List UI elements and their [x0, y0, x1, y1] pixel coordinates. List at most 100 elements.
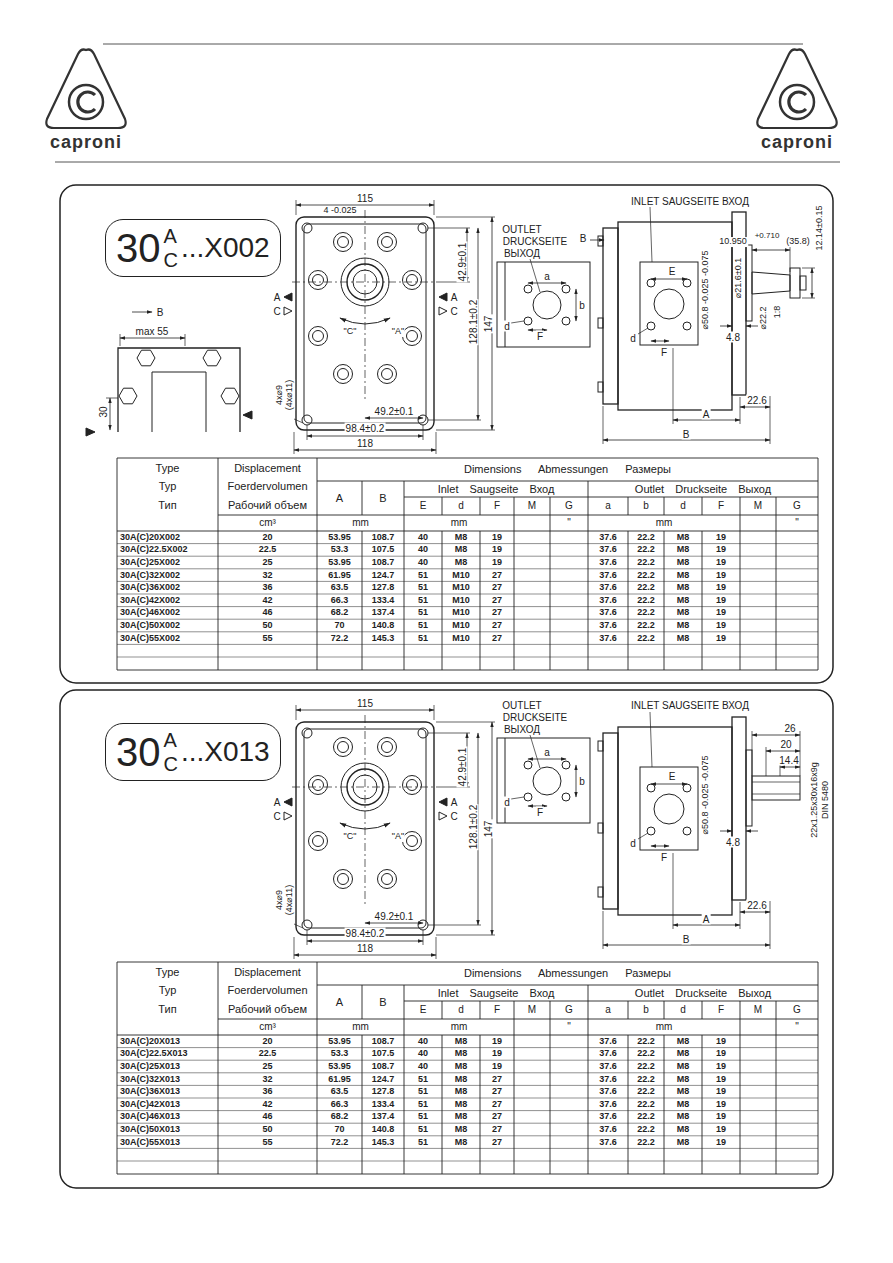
table-cell: 27: [480, 619, 514, 632]
table-rule: [480, 531, 481, 670]
table-header: B: [362, 985, 404, 1019]
table-rule: [404, 985, 405, 1174]
dimension-label: "C": [343, 832, 358, 842]
table-cell: 37.6: [588, 632, 628, 645]
table-cell: 53.95: [317, 531, 362, 544]
table-rule: [117, 606, 818, 607]
table-rule: [117, 1135, 818, 1136]
table-header: M: [740, 497, 776, 515]
table-cell: 22.2: [628, 581, 664, 594]
table-cell: 19: [702, 607, 740, 620]
dimension-label: 115: [356, 698, 374, 709]
dimension-label: max 55: [135, 326, 170, 337]
table-rule: [117, 962, 818, 963]
splined-shaft: [746, 731, 800, 826]
table-cell: M10: [442, 594, 480, 607]
table-rule: [480, 1001, 481, 1019]
table-header: F: [702, 1001, 740, 1019]
outlet-view: [497, 259, 590, 347]
table-header: Рабочий объем: [218, 496, 317, 515]
model-code: 30: [116, 228, 161, 268]
table-cell: M8: [442, 1111, 480, 1124]
table-cell: M8: [664, 1060, 702, 1073]
dimension-label: OUTLET: [501, 224, 542, 235]
table-cell: 30A(C)42X002: [117, 594, 218, 607]
table-cell: 32: [218, 1073, 317, 1086]
table-cell: 19: [480, 1035, 514, 1048]
dimension-label: b: [578, 300, 586, 311]
table-cell: M8: [664, 569, 702, 582]
table-cell: 22.5: [218, 1048, 317, 1061]
table-cell: 22.2: [628, 569, 664, 582]
header-rule: [103, 44, 803, 45]
dimension-label: d: [503, 321, 511, 332]
table-cell: 19: [702, 1111, 740, 1124]
table-rule: [404, 1001, 818, 1002]
table-cell: 108.7: [362, 556, 404, 569]
table-cell: 19: [702, 1098, 740, 1111]
table-cell: 20: [218, 531, 317, 544]
dimension-label: 118: [356, 943, 374, 954]
table-header: Тип: [117, 1000, 218, 1019]
table-cell: 19: [702, 556, 740, 569]
table-cell: 108.7: [362, 1060, 404, 1073]
table-rule: [117, 458, 118, 670]
table-cell: M8: [442, 1035, 480, 1048]
table-rule: [317, 962, 318, 1174]
table-cell: 127.8: [362, 1085, 404, 1098]
dimension-label: 42.9±0.1: [457, 747, 468, 788]
table-cell: 30A(C)25X002: [117, 556, 218, 569]
table-cell: M8: [442, 1048, 480, 1061]
superscript-stack: AC: [164, 730, 178, 774]
table-cell: M8: [442, 1085, 480, 1098]
front-view: [284, 705, 495, 959]
table-cell: 51: [404, 1073, 442, 1086]
table-rule: [588, 985, 589, 1174]
dimension-label: 128.1±0.2: [468, 299, 479, 345]
table-cell: M8: [664, 1136, 702, 1149]
table-cell: 27: [480, 607, 514, 620]
table-header: Typ: [117, 477, 218, 496]
table-cell: 27: [480, 1085, 514, 1098]
table-cell: 37.6: [588, 619, 628, 632]
dimension-label: 14.4: [778, 755, 799, 766]
dimension-label: 4x⌀9: [275, 889, 285, 911]
table-rule: [514, 1001, 515, 1174]
table-cell: 27: [480, 581, 514, 594]
table-cell: M10: [442, 619, 480, 632]
table-cell: 22.2: [628, 1123, 664, 1136]
table-rule: [117, 1174, 818, 1175]
model-code: C: [164, 754, 178, 774]
table-header: ": [776, 1019, 818, 1035]
table-cell: M8: [664, 1073, 702, 1086]
table-cell: 140.8: [362, 1123, 404, 1136]
dimension-label: b: [578, 776, 586, 787]
dimension-label: d: [503, 797, 511, 808]
dimension-label: B: [682, 934, 691, 945]
dimension-label: "A": [391, 327, 405, 337]
table-rule: [776, 497, 777, 670]
table-cell: 145.3: [362, 632, 404, 645]
table-header: a: [588, 1001, 628, 1019]
table-cell: 46: [218, 1111, 317, 1124]
table-cell: 20: [218, 1035, 317, 1048]
table-header: G: [776, 1001, 818, 1019]
dimension-label: C: [449, 306, 458, 317]
dimension-label: "A": [391, 832, 405, 842]
table-header: G: [776, 497, 818, 515]
table-cell: 30A(C)32X013: [117, 1073, 218, 1086]
table-cell: 19: [702, 544, 740, 557]
table-header: b: [628, 497, 664, 515]
dimension-label: (35.8): [785, 237, 811, 247]
table-cell: 30A(C)22.5X002: [117, 544, 218, 557]
table-rule: [117, 1060, 818, 1061]
table-cell: M8: [664, 531, 702, 544]
table-cell: 42: [218, 1098, 317, 1111]
table-header: mm: [588, 1019, 740, 1035]
table-cell: 51: [404, 1136, 442, 1149]
table-cell: 53.3: [317, 1048, 362, 1061]
table-cell: 22.2: [628, 1136, 664, 1149]
table-rule: [628, 1035, 629, 1174]
table-cell: 19: [480, 1048, 514, 1061]
table-cell: 19: [702, 1136, 740, 1149]
